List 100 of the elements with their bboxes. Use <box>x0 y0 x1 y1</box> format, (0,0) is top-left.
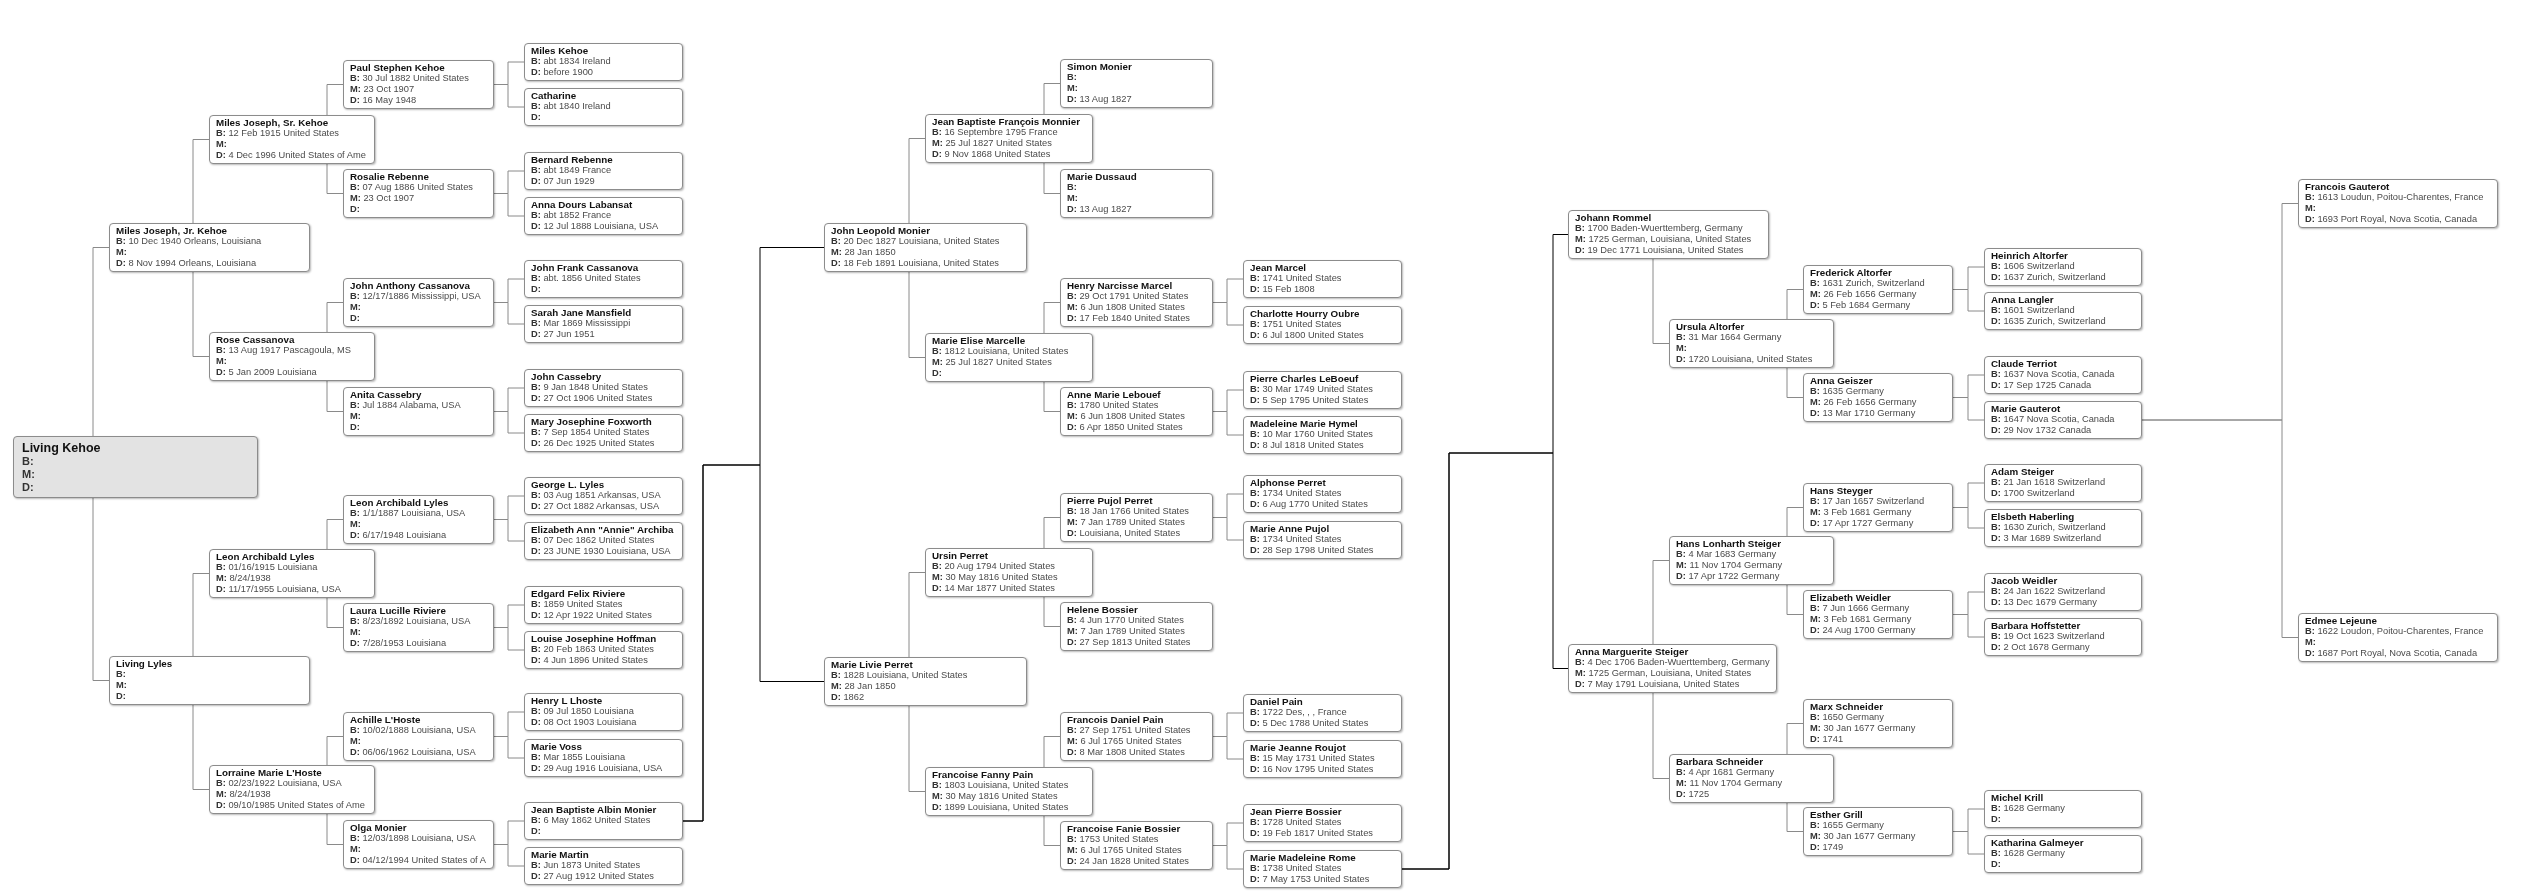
vital-record: M: <box>216 356 228 367</box>
person-card <box>1243 475 1402 513</box>
vital-record: D: 5 Sep 1795 United States <box>1250 395 1370 406</box>
connector-line <box>1652 258 1670 344</box>
vital-record: M: 3 Feb 1681 Germany <box>1810 507 1913 518</box>
connector-line <box>1786 802 1804 832</box>
vital-record: B: 07 Aug 1886 United States <box>350 182 474 193</box>
person-card <box>1060 602 1213 651</box>
person-name: Jean Baptiste François Monnier <box>932 116 1082 127</box>
vital-record: M: 26 Feb 1656 Germany <box>1810 397 1918 408</box>
vital-record: D: 5 Jan 2009 Louisiana <box>216 367 318 378</box>
vital-record: D: 5 Feb 1684 Germany <box>1810 300 1912 311</box>
person-card <box>824 657 1027 706</box>
person-card <box>343 603 494 652</box>
vital-record: M: 30 Jan 1677 Germany <box>1810 831 1917 842</box>
connector-line <box>908 705 926 792</box>
vital-record: D: 6 Jul 1800 United States <box>1250 330 1365 341</box>
person-card <box>109 656 310 705</box>
connector-line <box>1786 723 1804 755</box>
person-card <box>1243 521 1402 559</box>
vital-record: D: 1899 Louisiana, United States <box>932 802 1070 813</box>
vital-record: D: <box>116 691 127 702</box>
vital-record: B: 1/1/1887 Louisiana, USA <box>350 508 467 519</box>
person-card <box>1803 590 1953 639</box>
person-card <box>1984 464 2142 502</box>
vital-record: D: 1749 <box>1810 842 1845 853</box>
vital-record: B: Mar 1869 Mississippi <box>531 318 632 329</box>
vital-record: M: <box>350 736 362 747</box>
vital-record: B: 12/03/1898 Louisiana, USA <box>350 833 477 844</box>
connector-line <box>908 138 926 224</box>
connector-line <box>192 573 210 657</box>
vital-record: B: 1606 Switzerland <box>1991 261 2076 272</box>
vital-record: D: 07 Jun 1929 <box>531 176 596 187</box>
vital-record: B: 1630 Zurich, Switzerland <box>1991 522 2107 533</box>
vital-record: D: 17 Apr 1727 Germany <box>1810 518 1915 529</box>
vital-record: B: 1859 United States <box>531 599 624 610</box>
person-card <box>524 414 683 452</box>
vital-record: B: 1734 United States <box>1250 534 1343 545</box>
person-name: Marie Martin <box>531 849 590 860</box>
vital-record: B: 03 Aug 1851 Arkansas, USA <box>531 490 662 501</box>
vital-record: B: 10 Dec 1940 Orleans, Louisiana <box>116 236 263 247</box>
connector-line <box>326 519 344 550</box>
vital-record: D: 15 Feb 1808 <box>1250 284 1316 295</box>
person-name: Anna Marguerite Steiger <box>1575 646 1690 657</box>
person-name: Barbara Schneider <box>1676 756 1765 767</box>
vital-record: M: 1725 German, Louisiana, United States <box>1575 668 1753 679</box>
vital-record: D: 12 Jul 1888 Louisiana, USA <box>531 221 660 232</box>
person-name: Marie Elise Marcelle <box>932 335 1027 346</box>
person-name: Henry L Lhoste <box>531 695 604 706</box>
vital-record: D: 1687 Port Royal, Nova Scotia, Canada <box>2305 648 2479 659</box>
person-name: Olga Monier <box>350 822 408 833</box>
vital-record: D: 1725 <box>1676 789 1711 800</box>
person-card <box>343 712 494 761</box>
vital-record: B: 16 Septembre 1795 France <box>932 127 1059 138</box>
person-name: Henry Narcisse Marcel <box>1067 280 1174 291</box>
vital-record: B: <box>116 669 127 680</box>
person-card <box>1803 699 1953 748</box>
vital-record: D: 1741 <box>1810 734 1845 745</box>
vital-record: M: <box>1067 83 1079 94</box>
vital-record: B: 1637 Nova Scotia, Canada <box>1991 369 2116 380</box>
person-name: Esther Grill <box>1810 809 1864 820</box>
person-card <box>524 305 683 343</box>
person-card <box>1803 265 1953 314</box>
vital-record: M: <box>1676 343 1688 354</box>
person-name: Charlotte Hourry Oubre <box>1250 308 1361 319</box>
person-name: Edmee Lejeune <box>2305 615 2378 626</box>
person-card <box>925 548 1093 597</box>
person-card <box>524 477 683 515</box>
person-card <box>524 260 683 298</box>
person-name: Pierre Pujol Perret <box>1067 495 1154 506</box>
vital-record: B: abt 1840 Ireland <box>531 101 612 112</box>
person-name: Ursula Altorfer <box>1676 321 1746 332</box>
person-card <box>824 223 1027 272</box>
vital-record: B: 02/23/1922 Louisiana, USA <box>216 778 343 789</box>
vital-record: M: <box>350 627 362 638</box>
vital-record: D: <box>1991 859 2002 870</box>
vital-record: B: 1803 Louisiana, United States <box>932 780 1070 791</box>
vital-record: D: 1635 Zurich, Switzerland <box>1991 316 2107 327</box>
person-name: Bernard Rebenne <box>531 154 614 165</box>
vital-record: D: <box>1991 814 2002 825</box>
person-card <box>524 586 683 624</box>
vital-record: D: 6 Aug 1770 United States <box>1250 499 1369 510</box>
vital-record: D: 29 Nov 1732 Canada <box>1991 425 2093 436</box>
vital-record: B: 7 Jun 1666 Germany <box>1810 603 1911 614</box>
person-card <box>524 43 683 81</box>
person-card <box>343 60 494 109</box>
person-name: Katharina Galmeyer <box>1991 837 2085 848</box>
person-card <box>1060 493 1213 542</box>
person-card <box>524 631 683 669</box>
person-name: Catharine <box>531 90 578 101</box>
vital-record: M: 7 Jan 1789 United States <box>1067 626 1186 637</box>
vital-record: M: <box>350 519 362 530</box>
vital-record: D: 4 Dec 1996 United States of Ame <box>216 150 367 161</box>
vital-record: M: 26 Feb 1656 Germany <box>1810 289 1918 300</box>
vital-record: M: <box>216 139 228 150</box>
person-card <box>13 436 258 498</box>
vital-record: B: 18 Jan 1766 United States <box>1067 506 1190 517</box>
vital-record: D: 8 Jul 1818 United States <box>1250 440 1365 451</box>
person-name: Elizabeth Ann "Annie" Archiba <box>531 524 675 535</box>
person-card <box>925 114 1093 163</box>
